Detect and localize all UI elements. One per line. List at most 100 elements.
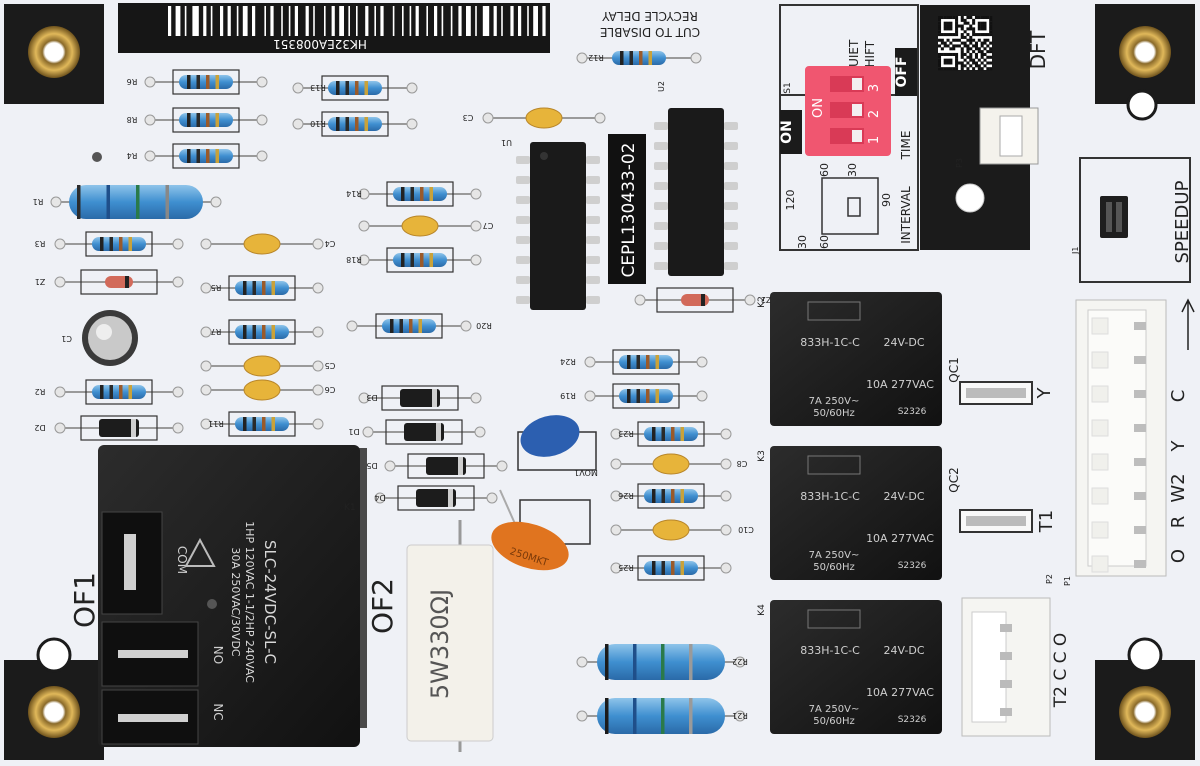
svg-text:60: 60 <box>818 235 831 249</box>
capacitor-electrolytic-c1: C1 <box>61 310 138 366</box>
ic-u1: U1 <box>501 138 600 310</box>
svg-text:10A 277VAC: 10A 277VAC <box>866 686 934 699</box>
svg-text:5W330ΩJ: 5W330ΩJ <box>426 589 454 699</box>
svg-text:CEPL130433-02: CEPL130433-02 <box>619 143 639 278</box>
speedup-jumper[interactable]: SPEEDUP J1 <box>1071 157 1193 283</box>
svg-text:R12: R12 <box>588 53 604 62</box>
terminal-label: C <box>1168 390 1189 403</box>
svg-text:50/60Hz: 50/60Hz <box>813 408 855 419</box>
diode-d2: D2 <box>34 415 184 441</box>
svg-text:30: 30 <box>846 163 859 177</box>
resistor-r13: R13 <box>292 75 418 101</box>
svg-text:NC: NC <box>211 703 225 720</box>
svg-text:1: 1 <box>867 136 882 144</box>
svg-text:SLC-24VDC-SL-C: SLC-24VDC-SL-C <box>261 540 279 664</box>
of2-label: OF2 <box>366 578 399 634</box>
resistor-r4: R4 <box>127 143 268 169</box>
aux-hole-left <box>36 637 72 673</box>
varistor-mov1: MOV1 <box>517 415 598 477</box>
svg-text:R5: R5 <box>211 283 222 292</box>
svg-text:R2: R2 <box>35 387 46 396</box>
svg-text:R10: R10 <box>310 119 326 128</box>
svg-text:833H-1C-C: 833H-1C-C <box>800 644 860 657</box>
svg-text:NO: NO <box>211 646 225 664</box>
svg-text:HK32EA008351: HK32EA008351 <box>273 37 367 51</box>
svg-text:K1: K1 <box>344 503 356 513</box>
qc1-tab[interactable]: QC1 Y <box>947 357 1055 405</box>
svg-text:C8: C8 <box>737 459 748 468</box>
svg-text:60: 60 <box>818 163 831 177</box>
capacitor-c7: C7 <box>358 215 494 237</box>
resistor-r7: R7 <box>200 319 324 345</box>
resistor-r26: R26 <box>610 483 732 509</box>
warning-triangle-icon <box>184 537 216 567</box>
svg-text:30A 250VAC/30VDC: 30A 250VAC/30VDC <box>229 547 242 657</box>
cut-to-disable-note: RECYCLE DELAY CUT TO DISABLE <box>600 9 700 39</box>
capacitor-orange-film: 250MKT <box>491 489 591 571</box>
capacitor-c10: C10 <box>610 519 754 541</box>
svg-text:R4: R4 <box>127 151 138 160</box>
svg-text:TIME: TIME <box>899 131 913 161</box>
resistor-r18: R18 <box>346 247 482 273</box>
svg-text:24V-DC: 24V-DC <box>884 336 925 349</box>
svg-text:ON: ON <box>811 98 826 118</box>
svg-text:C3: C3 <box>463 113 474 122</box>
svg-text:U1: U1 <box>501 138 512 147</box>
barcode-label: HK32EA008351 <box>118 3 550 53</box>
svg-text:R19: R19 <box>560 391 576 400</box>
svg-text:R26: R26 <box>618 491 634 500</box>
resistor-r6: R6 <box>127 69 268 95</box>
resistor-r2: R2 <box>35 379 184 405</box>
svg-text:QC2: QC2 <box>947 467 961 492</box>
svg-text:S2326: S2326 <box>898 407 927 417</box>
svg-text:D1: D1 <box>348 427 359 436</box>
svg-text:R6: R6 <box>127 77 138 86</box>
connector-p3[interactable]: P3 <box>955 107 1039 213</box>
mounting-hole-bottom-right <box>1119 686 1171 738</box>
svg-text:COM: COM <box>175 546 189 574</box>
svg-text:K4: K4 <box>757 604 767 616</box>
svg-text:MOV1: MOV1 <box>574 468 598 477</box>
svg-text:120: 120 <box>784 190 797 211</box>
diode-z1: Z1 <box>35 269 184 295</box>
svg-text:50/60Hz: 50/60Hz <box>813 716 855 727</box>
resistor-r14: R14 <box>346 181 482 207</box>
svg-text:10A 277VAC: 10A 277VAC <box>866 532 934 545</box>
svg-text:24V-DC: 24V-DC <box>884 644 925 657</box>
svg-text:Y: Y <box>1034 387 1055 400</box>
terminal-label: R <box>1168 516 1189 529</box>
terminal-label: O <box>1168 549 1189 563</box>
capacitor-c3: C3 <box>463 107 606 129</box>
connector-p2[interactable]: T2 C C O P2 <box>961 574 1071 737</box>
svg-text:R7: R7 <box>211 327 222 336</box>
svg-text:R14: R14 <box>346 189 362 198</box>
svg-text:S2326: S2326 <box>898 715 927 725</box>
ic-u2: U2 <box>654 81 738 276</box>
svg-text:R11: R11 <box>208 419 224 428</box>
svg-text:T2 C C O: T2 C C O <box>1051 633 1071 709</box>
svg-text:Z2: Z2 <box>761 295 772 304</box>
test-point <box>92 152 102 162</box>
svg-text:833H-1C-C: 833H-1C-C <box>800 336 860 349</box>
relay-k1-main: COM NO NC SLC-24VDC-SL-C 1HP 120VAC 1-1/… <box>98 445 367 747</box>
svg-text:10A 277VAC: 10A 277VAC <box>866 378 934 391</box>
svg-text:833H-1C-C: 833H-1C-C <box>800 490 860 503</box>
qc2-tab[interactable]: QC2 T1 <box>947 467 1057 533</box>
svg-text:OFF: OFF <box>894 56 910 87</box>
svg-text:D4: D4 <box>374 493 385 502</box>
svg-text:50/60Hz: 50/60Hz <box>813 562 855 573</box>
svg-text:D3: D3 <box>366 393 377 402</box>
diode-d4: D4 <box>374 485 498 511</box>
svg-text:Z1: Z1 <box>35 277 46 286</box>
svg-text:R21: R21 <box>732 711 748 720</box>
diode-d5: D5 <box>366 453 508 479</box>
svg-text:C7: C7 <box>483 221 494 230</box>
svg-text:P1: P1 <box>1063 576 1072 586</box>
mounting-hole-bottom-left <box>28 686 80 738</box>
mounting-hole-top-left <box>28 26 80 78</box>
svg-text:30: 30 <box>796 235 809 249</box>
svg-text:R23: R23 <box>618 429 634 438</box>
